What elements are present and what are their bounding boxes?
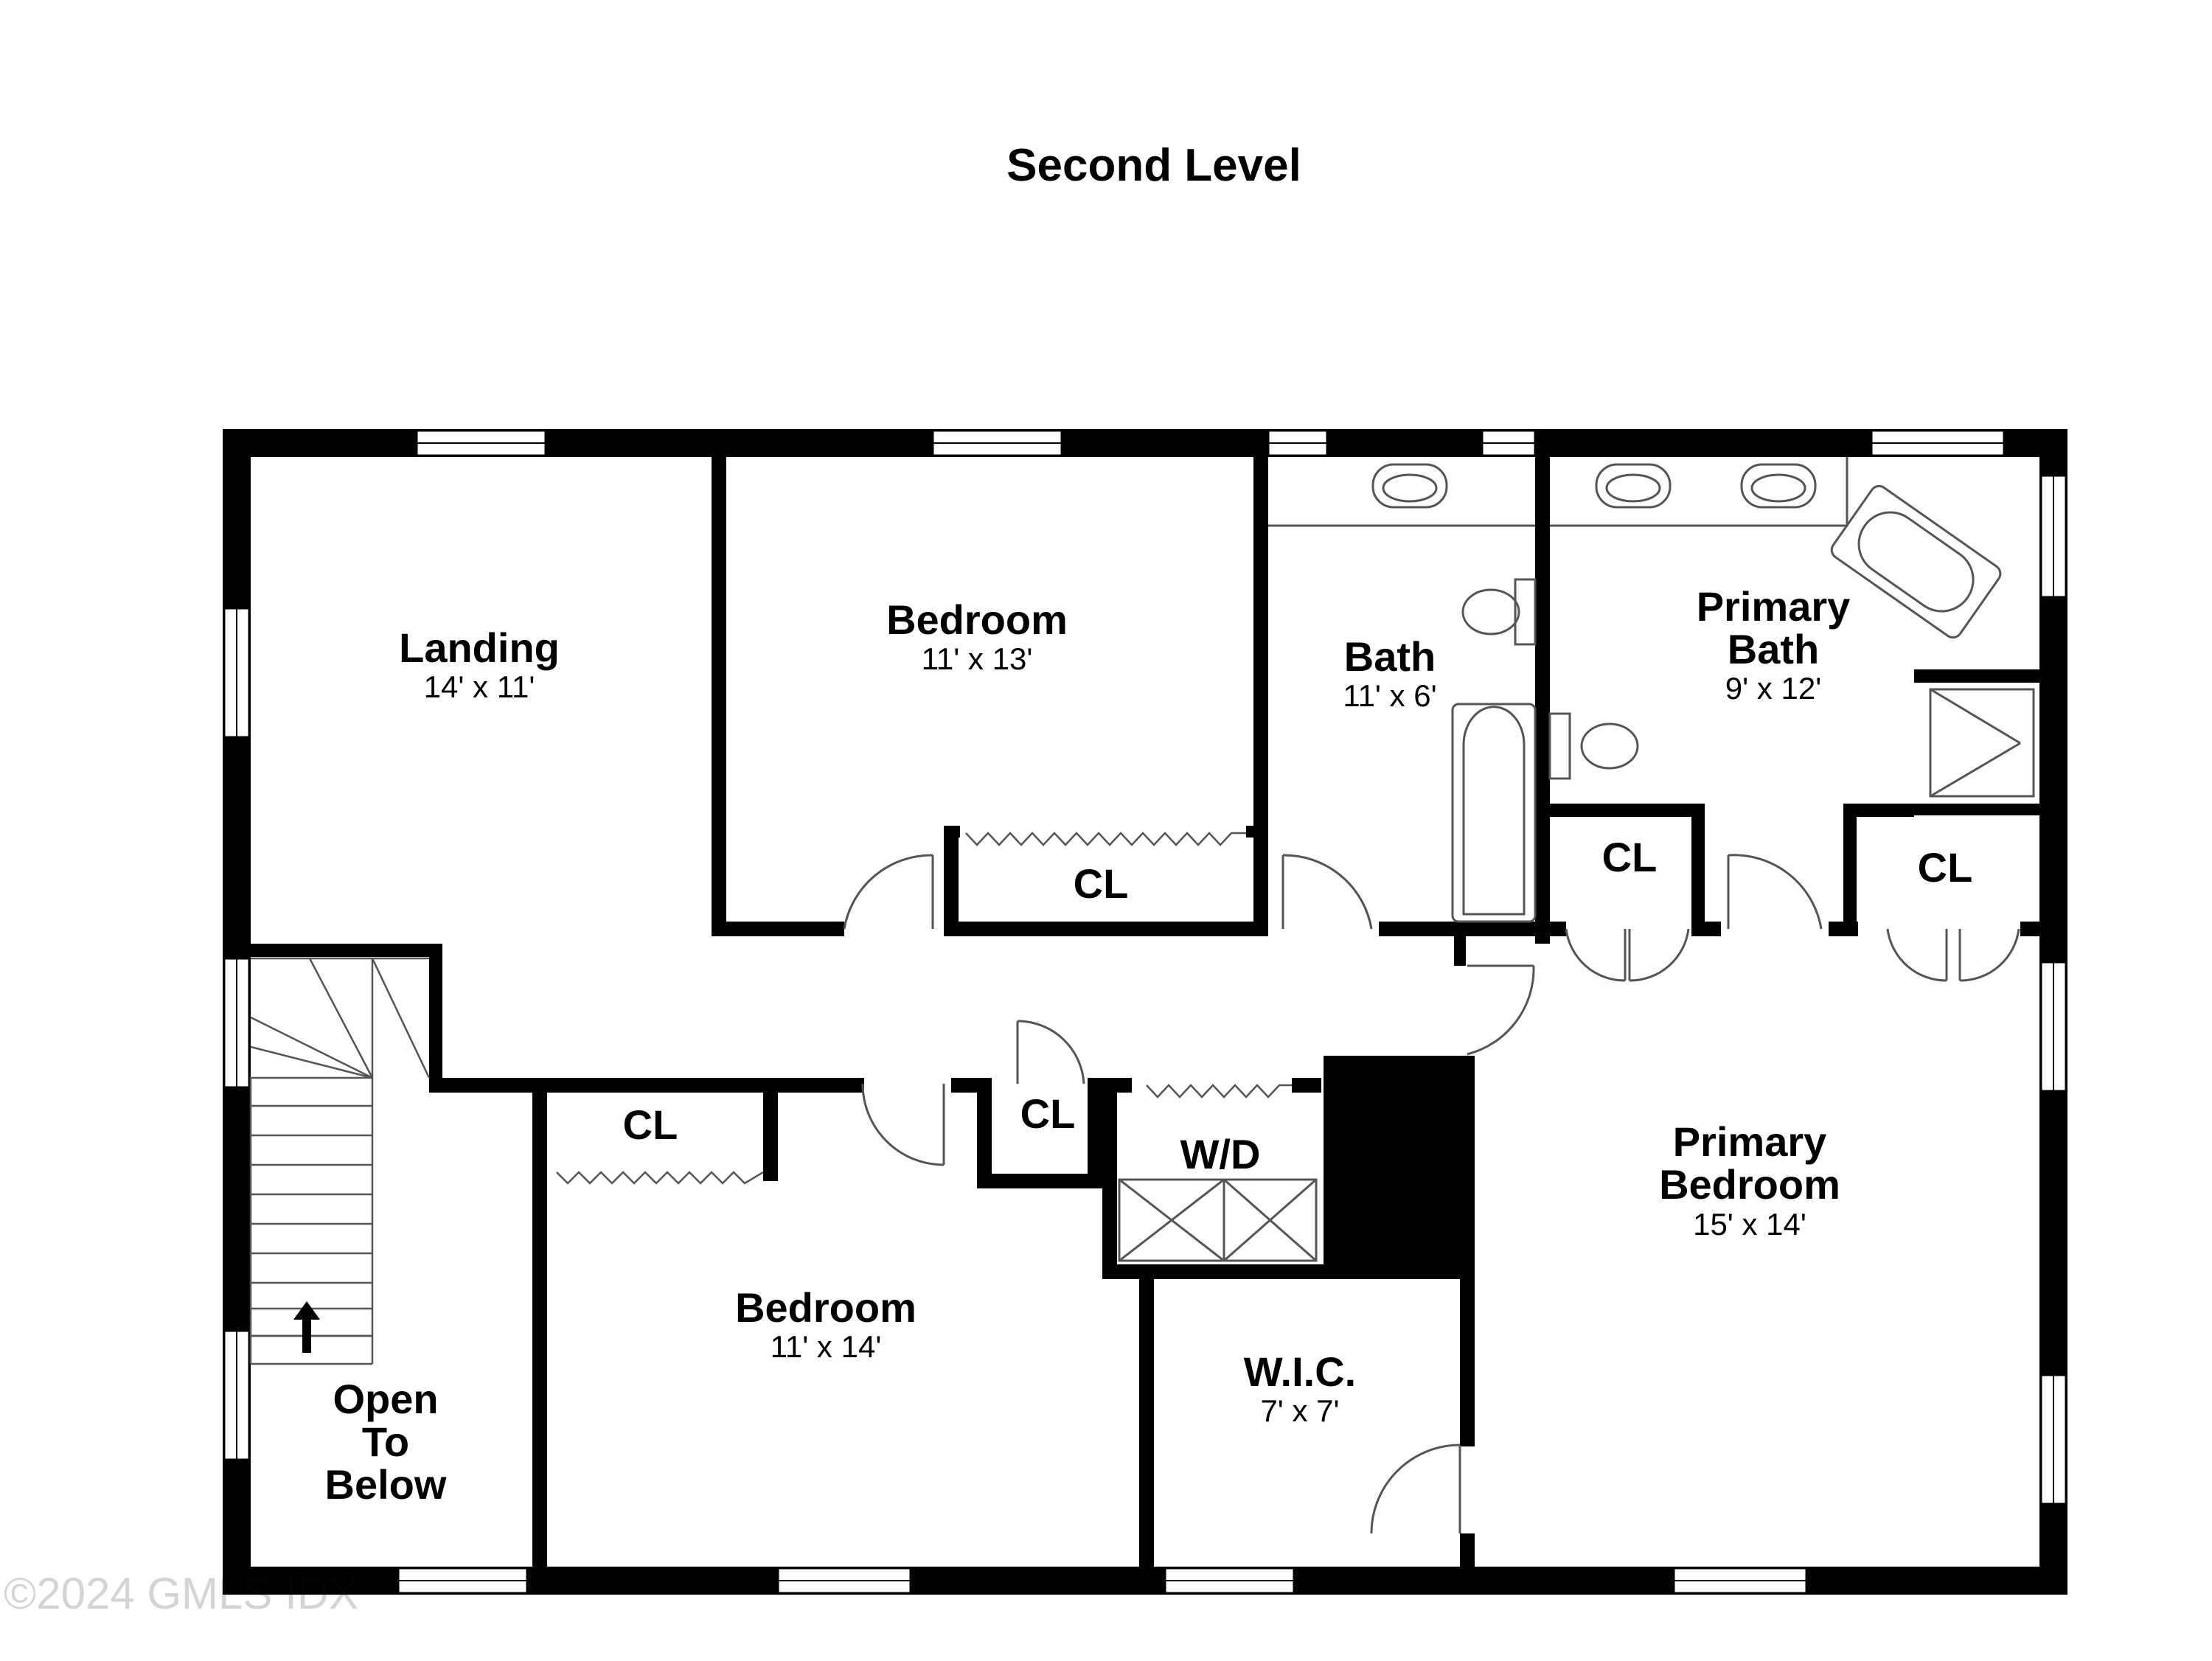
bedroom-top-label: Bedroom 11' x 13' — [886, 596, 1068, 676]
closet-label: CL — [1020, 1090, 1076, 1137]
closet-labels: CL CL CL CL CL — [623, 834, 1973, 1148]
doors — [843, 854, 2020, 1534]
room-dimensions: 15' x 14' — [1693, 1207, 1806, 1242]
room-name: Bedroom — [1659, 1161, 1840, 1208]
stair-up-arrow-icon — [293, 1301, 320, 1353]
room-dimensions: 7' x 7' — [1260, 1393, 1339, 1428]
room-name: Landing — [399, 624, 560, 671]
landing-label: Landing 14' x 11' — [399, 624, 560, 704]
room-dimensions: 11' x 14' — [771, 1329, 882, 1364]
plan-title: Second Level — [1006, 140, 1301, 191]
staircase — [249, 957, 431, 1365]
room-name: Below — [325, 1461, 447, 1508]
closet-bifold-doors — [556, 832, 1292, 1185]
room-name: W.I.C. — [1244, 1348, 1356, 1395]
closet-label: CL — [1074, 860, 1129, 907]
room-dimensions: 9' x 12' — [1725, 671, 1821, 706]
room-name: Bedroom — [886, 596, 1068, 643]
room-name: Open — [333, 1376, 438, 1422]
open-to-below-label: Open To Below — [325, 1376, 447, 1508]
primary-bedroom-label: Primary Bedroom 15' x 14' — [1659, 1118, 1840, 1242]
laundry-label: W/D — [1180, 1131, 1261, 1177]
bath-fixtures — [1268, 457, 2035, 923]
closet-label: CL — [623, 1101, 678, 1148]
bedroom-bottom-label: Bedroom 11' x 14' — [735, 1284, 917, 1364]
room-name: Bath — [1728, 626, 1819, 672]
room-dimensions: 11' x 13' — [922, 641, 1033, 676]
closet-label: CL — [1918, 844, 1973, 891]
room-dimensions: 14' x 11' — [424, 669, 535, 704]
room-name: Bath — [1344, 633, 1436, 680]
room-labels: Landing 14' x 11' Bedroom 11' x 13' Bath… — [325, 583, 1973, 1508]
watermark: ©2024 GMLS IDX — [4, 1569, 358, 1618]
closet-label: CL — [1602, 834, 1658, 880]
room-name: W/D — [1180, 1131, 1261, 1177]
washer-dryer — [1118, 1178, 1318, 1262]
room-name: Primary — [1697, 583, 1851, 630]
room-dimensions: 11' x 6' — [1343, 678, 1436, 713]
room-name: Bedroom — [735, 1284, 917, 1331]
room-name: To — [362, 1418, 409, 1465]
window-mullions — [236, 442, 2054, 1581]
primary-bath-label: Primary Bath 9' x 12' — [1697, 583, 1851, 706]
bath-label: Bath 11' x 6' — [1343, 633, 1436, 713]
wic-label: W.I.C. 7' x 7' — [1244, 1348, 1356, 1428]
room-name: Primary — [1673, 1118, 1827, 1165]
